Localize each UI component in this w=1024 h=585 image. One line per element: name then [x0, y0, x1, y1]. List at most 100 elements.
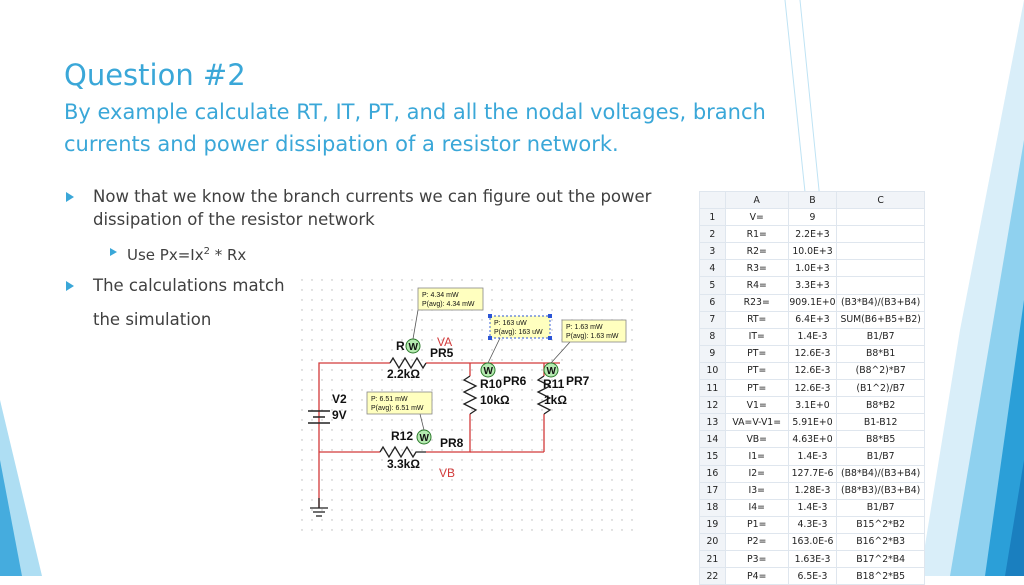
- circuit-wires: [318, 362, 560, 508]
- cell-b[interactable]: 1.28E-3: [787, 481, 838, 500]
- row-number: 2: [699, 225, 726, 244]
- cell-b[interactable]: 1.4E-3: [787, 447, 838, 466]
- cell-b[interactable]: 10.0E+3: [787, 242, 838, 261]
- cell-b[interactable]: 4.63E+0: [787, 430, 838, 449]
- cell-b[interactable]: 5.91E+0: [787, 413, 838, 432]
- probe-box-pr7: P: 1.63 mW P(avg): 1.63 mW: [550, 319, 627, 364]
- formula-suffix: * Rx: [209, 246, 247, 264]
- cell-a[interactable]: PT=: [724, 344, 789, 363]
- cell-a[interactable]: P3=: [724, 549, 789, 569]
- cell-c[interactable]: B1-B12: [836, 413, 925, 432]
- wattmeter-pr8-symbol: W: [420, 433, 430, 444]
- cell-b[interactable]: 12.6E-3: [787, 344, 838, 363]
- cell-c[interactable]: (B3*B4)/(B3+B4): [836, 293, 925, 312]
- cell-b[interactable]: 3.3E+3: [787, 276, 838, 295]
- row-number: 1: [699, 208, 726, 227]
- cell-c[interactable]: B8*B5: [836, 430, 925, 449]
- r12-value: 3.3kΩ: [387, 457, 420, 471]
- probe-pr5-p: P: 4.34 mW: [422, 292, 459, 299]
- cell-a[interactable]: R3=: [724, 259, 789, 278]
- cell-c[interactable]: B1/B7: [836, 498, 925, 517]
- cell-a[interactable]: PT=: [724, 361, 789, 381]
- cell-c[interactable]: B15^2*B2: [836, 515, 925, 534]
- cell-c[interactable]: B8*B1: [836, 344, 925, 363]
- pr6-label: PR6: [503, 374, 527, 388]
- cell-b[interactable]: 1.0E+3: [787, 259, 838, 278]
- cell-a[interactable]: P2=: [724, 532, 789, 551]
- column-header-c[interactable]: C: [836, 190, 925, 210]
- bullet-arrow-icon: [110, 248, 117, 256]
- cell-c[interactable]: B8*B2: [836, 396, 925, 415]
- cell-c[interactable]: [836, 242, 925, 261]
- cell-c[interactable]: [836, 276, 925, 295]
- formula-text: Use Px=Ix: [127, 246, 204, 264]
- row-number: 21: [699, 549, 726, 569]
- cell-a[interactable]: P1=: [724, 515, 789, 534]
- row-number: 8: [699, 327, 726, 346]
- cell-b[interactable]: 127.7E-6: [787, 464, 838, 483]
- cell-a[interactable]: R23=: [724, 293, 789, 312]
- cell-a[interactable]: PT=: [724, 379, 789, 398]
- cell-a[interactable]: I4=: [724, 498, 789, 517]
- cell-b[interactable]: 12.6E-3: [787, 361, 838, 381]
- r12-label: R12: [391, 429, 413, 443]
- bullet-arrow-icon: [66, 192, 74, 202]
- cell-a[interactable]: I3=: [724, 481, 789, 500]
- cell-b[interactable]: 2.2E+3: [787, 225, 838, 244]
- cell-b[interactable]: 1.63E-3: [787, 549, 838, 569]
- cell-b[interactable]: 9: [787, 208, 838, 227]
- cell-a[interactable]: V=: [724, 208, 789, 227]
- cell-c[interactable]: (B8^2)*B7: [836, 361, 925, 381]
- cell-b[interactable]: 4.3E-3: [787, 515, 838, 534]
- cell-a[interactable]: IT=: [724, 327, 789, 346]
- probe-box-pr8: P: 6.51 mW P(avg): 6.51 mW: [366, 391, 433, 431]
- cell-a[interactable]: VB=: [724, 430, 789, 449]
- cell-c[interactable]: SUM(B6+B5+B2): [836, 310, 925, 329]
- cell-c[interactable]: B18^2*B5: [836, 567, 925, 585]
- row-number: 6: [699, 293, 726, 312]
- cell-c[interactable]: (B8*B4)/(B3+B4): [836, 464, 925, 483]
- column-header-b[interactable]: B: [787, 190, 838, 210]
- formula-exponent: 2: [203, 246, 210, 257]
- pr8-label: PR8: [440, 436, 464, 450]
- cell-a[interactable]: V1=: [724, 396, 789, 415]
- cell-b[interactable]: 12.6E-3: [787, 379, 838, 398]
- row-number: 3: [699, 242, 726, 261]
- resistor-r12: [379, 445, 426, 459]
- cell-a[interactable]: I1=: [724, 447, 789, 466]
- cell-b[interactable]: 1.4E-3: [787, 498, 838, 517]
- cell-c[interactable]: (B8*B3)/(B3+B4): [836, 481, 925, 500]
- cell-b[interactable]: 3.1E+0: [787, 396, 838, 415]
- cell-b[interactable]: 6.5E-3: [787, 567, 838, 585]
- cell-a[interactable]: VA=V-V1=: [724, 413, 789, 432]
- cell-c[interactable]: [836, 225, 925, 244]
- cell-a[interactable]: RT=: [724, 310, 789, 329]
- cell-a[interactable]: R4=: [724, 276, 789, 295]
- cell-a[interactable]: R1=: [724, 225, 789, 244]
- cell-c[interactable]: B1/B7: [836, 447, 925, 466]
- cell-c[interactable]: [836, 259, 925, 278]
- cell-c[interactable]: (B1^2)/B7: [836, 379, 925, 398]
- column-header-a[interactable]: A: [724, 190, 789, 210]
- cell-b[interactable]: 909.1E+0: [787, 293, 838, 312]
- cell-c[interactable]: B17^2*B4: [836, 549, 925, 569]
- cell-a[interactable]: I2=: [724, 464, 789, 483]
- cell-b[interactable]: 1.4E-3: [787, 327, 838, 346]
- r10-value: 10kΩ: [480, 393, 510, 407]
- cell-c[interactable]: B16^2*B3: [836, 532, 925, 551]
- cell-c[interactable]: B1/B7: [836, 327, 925, 346]
- wattmeter-pr7-symbol: W: [547, 366, 557, 377]
- r11-label: R11: [543, 377, 565, 391]
- cell-c[interactable]: [836, 208, 925, 227]
- cell-b[interactable]: 163.0E-6: [787, 532, 838, 551]
- cell-a[interactable]: R2=: [724, 242, 789, 261]
- cell-b[interactable]: 6.4E+3: [787, 310, 838, 329]
- cell-a[interactable]: P4=: [724, 567, 789, 585]
- probe-box-pr5: P: 4.34 mW P(avg): 4.34 mW: [412, 287, 484, 340]
